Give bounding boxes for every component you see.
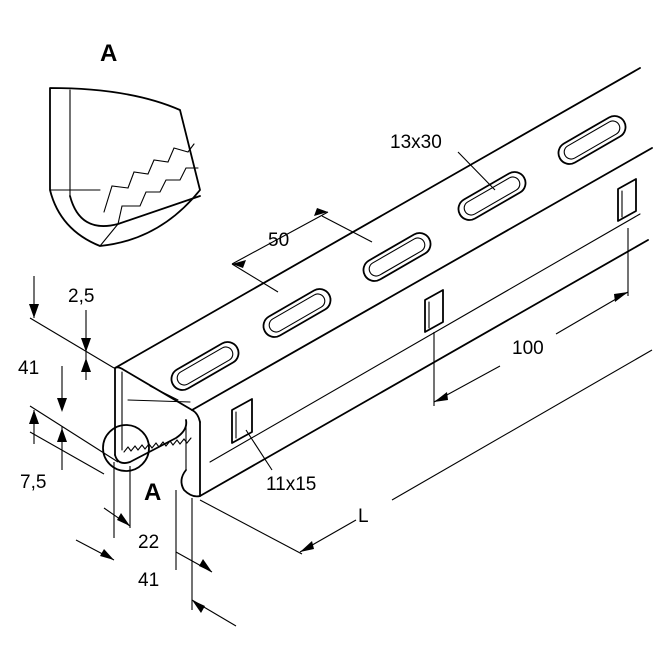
slot-top-label: 13x30 [390,132,442,153]
top-slot [170,341,240,391]
right-lip [180,469,201,498]
channel-profile [114,67,653,498]
pitch-top-label: 50 [268,230,289,251]
pitch-side-label: 100 [512,338,544,359]
height-label: 41 [18,358,39,379]
detail-marker-circle [102,424,150,472]
inner-lip-line-1 [127,399,191,403]
top-slot [557,115,627,165]
detail-inset [49,87,201,247]
opening-label: 22 [138,532,159,553]
top-right-edge [191,147,653,411]
dimension-lines [29,151,653,627]
inner-lip-line-2 [149,385,179,401]
top-slots [170,115,627,391]
serration [123,437,192,453]
top-slot [362,232,432,282]
side-slot [231,398,253,444]
lip-label: 7,5 [20,472,46,493]
side-slots [231,178,637,444]
inset-outline [49,87,201,247]
thickness-label: 2,5 [68,286,94,307]
side-slot [424,289,444,333]
top-slot [457,171,527,221]
detail-marker-label: A [144,479,161,506]
front-face-top-edge [114,366,193,411]
top-slot [262,288,332,338]
detail-title: A [100,40,117,67]
right-face-bottom-edge [199,239,649,497]
right-face-upper-line [209,213,641,463]
top-left-edge [114,67,641,369]
slot-side-label: 11x15 [266,474,316,495]
side-slot [617,178,637,222]
inset-teeth [103,143,195,213]
width-label: 41 [138,570,159,591]
length-label: L [358,506,369,527]
corner-curve [191,409,201,423]
